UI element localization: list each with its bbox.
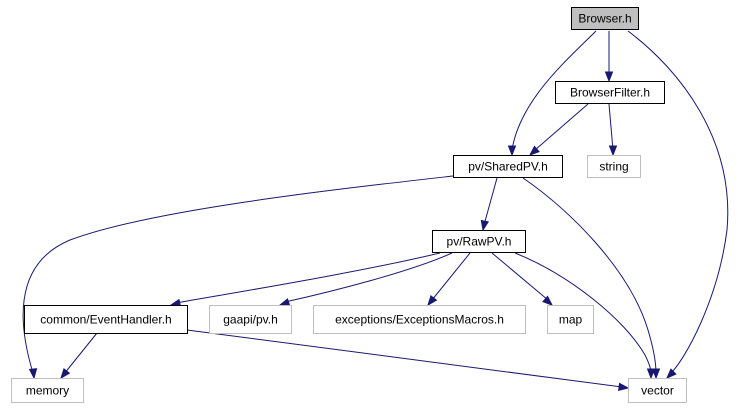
edge-line <box>534 103 589 151</box>
node-box <box>11 378 84 403</box>
edge-sharedpv_h-to-rawpv_h <box>480 177 498 232</box>
arrowhead-icon <box>608 145 618 157</box>
node-label: Browser.h <box>578 12 631 26</box>
arrowhead-icon <box>480 219 490 232</box>
edge-rawpv_h-to-vector <box>514 252 656 380</box>
edge-line <box>175 252 441 304</box>
edge-rawpv_h-to-gaapi_pv_h <box>278 252 453 307</box>
node-label: string <box>599 160 628 174</box>
edge-browser_h-to-sharedpv_h <box>507 30 597 157</box>
node-eventhandler-h[interactable]: common/EventHandler.h <box>24 305 188 334</box>
arrowhead-icon <box>507 145 517 157</box>
node-box <box>313 305 526 334</box>
arrowhead-icon <box>604 71 614 83</box>
edge-browser_h-to-browserfilter_h <box>604 31 614 83</box>
node-vector: vector <box>628 378 687 403</box>
node-exceptions-h: exceptions/ExceptionsMacros.h <box>313 305 526 334</box>
edge-line <box>483 177 498 226</box>
node-label: BrowserFilter.h <box>570 86 650 100</box>
edge-rawpv_h-to-eventhandler_h <box>169 252 441 308</box>
node-box <box>432 230 526 253</box>
edge-line <box>608 103 614 151</box>
edge-browserfilter_h-to-sharedpv_h <box>528 103 589 156</box>
edge-browserfilter_h-to-string <box>608 103 618 157</box>
node-memory: memory <box>11 378 84 403</box>
edge-line <box>431 252 471 301</box>
node-label: common/EventHandler.h <box>40 313 171 327</box>
edge-line <box>514 252 652 374</box>
node-map: map <box>547 305 594 334</box>
edge-browser_h-to-vector <box>627 30 729 379</box>
arrowhead-icon <box>646 368 656 380</box>
arrowhead-icon <box>651 368 661 380</box>
node-label: vector <box>641 384 674 398</box>
node-rawpv-h[interactable]: pv/RawPV.h <box>432 230 526 253</box>
edges-layer <box>22 30 729 391</box>
edge-eventhandler_h-to-memory <box>60 332 98 380</box>
node-label: pv/RawPV.h <box>447 235 512 249</box>
edge-sharedpv_h-to-memory <box>22 175 454 380</box>
arrowhead-icon <box>427 294 438 307</box>
node-box <box>555 81 665 104</box>
node-box <box>571 7 639 30</box>
arrowhead-icon <box>618 382 630 391</box>
arrowhead-icon <box>666 368 677 379</box>
node-label: pv/SharedPV.h <box>468 160 548 174</box>
arrowhead-icon <box>60 367 71 380</box>
node-box <box>209 305 292 334</box>
edge-line <box>284 252 453 303</box>
edge-line <box>522 177 657 374</box>
node-box <box>24 305 188 334</box>
edge-line <box>627 30 729 375</box>
node-label: memory <box>26 384 69 398</box>
node-label: gaapi/pv.h <box>223 313 278 327</box>
node-box <box>587 155 641 178</box>
edge-rawpv_h-to-exceptions_h <box>427 252 471 307</box>
edge-eventhandler_h-to-vector <box>186 329 630 391</box>
arrowhead-icon <box>542 295 554 306</box>
arrowhead-icon <box>28 368 38 380</box>
edge-line <box>511 30 597 151</box>
arrowhead-icon <box>528 145 540 156</box>
edge-line <box>186 329 623 388</box>
node-browser-h[interactable]: Browser.h <box>571 7 639 30</box>
node-box <box>628 378 687 403</box>
edge-line <box>491 252 549 301</box>
edge-sharedpv_h-to-vector <box>522 177 661 380</box>
node-box <box>453 155 563 178</box>
edge-rawpv_h-to-map <box>491 252 554 306</box>
arrowhead-icon <box>278 298 291 307</box>
node-string: string <box>587 155 641 178</box>
node-label: exceptions/ExceptionsMacros.h <box>335 313 504 327</box>
node-gaapi-pv-h: gaapi/pv.h <box>209 305 292 334</box>
node-sharedpv-h[interactable]: pv/SharedPV.h <box>453 155 563 178</box>
node-browserfilter-h[interactable]: BrowserFilter.h <box>555 81 665 104</box>
edge-line <box>22 175 454 374</box>
edge-line <box>63 332 98 375</box>
node-label: map <box>559 313 583 327</box>
node-box <box>547 305 594 334</box>
